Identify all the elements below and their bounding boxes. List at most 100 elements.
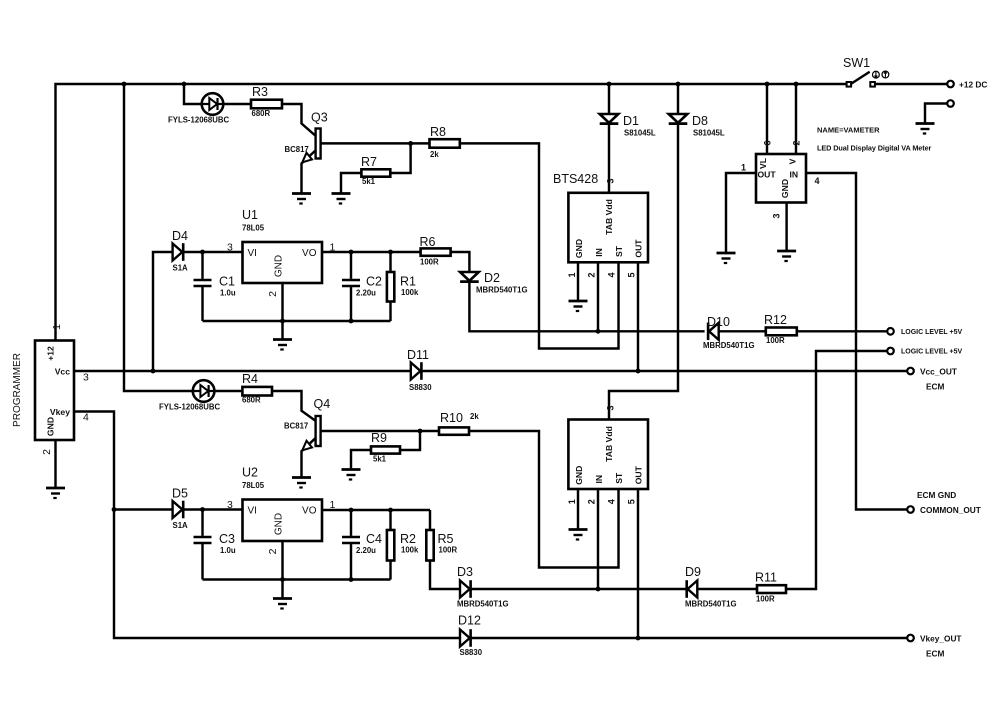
svg-text:GND: GND <box>46 417 56 436</box>
svg-text:GND: GND <box>274 513 285 535</box>
svg-text:1: 1 <box>330 499 336 511</box>
svg-text:V: V <box>788 158 798 164</box>
svg-text:680R: 680R <box>252 109 271 118</box>
svg-text:BTS428: BTS428 <box>553 172 598 186</box>
svg-text:IN: IN <box>594 248 604 257</box>
svg-text:100k: 100k <box>401 546 419 555</box>
svg-text:ECM: ECM <box>926 382 945 392</box>
svg-text:78L05: 78L05 <box>242 224 265 233</box>
svg-text:ST: ST <box>614 245 624 257</box>
svg-text:D3: D3 <box>457 565 473 579</box>
svg-text:S1A: S1A <box>173 264 189 273</box>
svg-text:LED Dual Display Digital VA Me: LED Dual Display Digital VA Meter <box>817 144 932 153</box>
svg-text:1: 1 <box>567 272 577 277</box>
svg-text:BC817: BC817 <box>285 145 309 154</box>
svg-text:100R: 100R <box>766 336 785 345</box>
svg-text:2: 2 <box>587 499 597 504</box>
svg-text:3: 3 <box>606 178 616 183</box>
svg-text:GND: GND <box>574 239 584 258</box>
svg-text:FYLS-12068UBC: FYLS-12068UBC <box>159 403 220 412</box>
svg-text:1.0u: 1.0u <box>220 289 236 298</box>
svg-text:TAB Vdd: TAB Vdd <box>604 426 614 462</box>
svg-text:R9: R9 <box>371 431 387 445</box>
svg-text:D1: D1 <box>623 114 639 128</box>
svg-text:S1A: S1A <box>173 521 189 530</box>
svg-text:MBRD540T1G: MBRD540T1G <box>457 600 509 609</box>
svg-text:D5: D5 <box>172 487 188 501</box>
svg-text:2: 2 <box>41 449 53 455</box>
svg-text:2: 2 <box>267 291 279 297</box>
svg-text:OUT: OUT <box>634 239 644 258</box>
svg-text:2: 2 <box>267 548 279 554</box>
svg-text:S8830: S8830 <box>460 648 483 657</box>
svg-text:NAME=VAMETER: NAME=VAMETER <box>817 126 880 135</box>
svg-text:GND: GND <box>574 466 584 485</box>
svg-text:VI: VI <box>248 248 257 259</box>
svg-text:3: 3 <box>772 213 782 218</box>
svg-text:D11: D11 <box>407 348 429 362</box>
svg-text:ST: ST <box>614 472 624 484</box>
svg-text:ECM: ECM <box>926 649 945 659</box>
svg-text:3: 3 <box>606 405 616 410</box>
svg-text:D8: D8 <box>692 114 708 128</box>
svg-text:OUT: OUT <box>758 170 777 180</box>
svg-text:VO: VO <box>302 248 317 259</box>
svg-text:5k1: 5k1 <box>373 455 387 464</box>
svg-text:C1: C1 <box>219 275 235 289</box>
svg-text:2.20u: 2.20u <box>356 289 376 298</box>
svg-text:R10: R10 <box>440 411 463 425</box>
svg-text:VO: VO <box>302 506 317 517</box>
svg-text:R5: R5 <box>438 532 454 546</box>
svg-text:ECM GND: ECM GND <box>917 490 956 500</box>
svg-text:5k1: 5k1 <box>362 177 376 186</box>
svg-text:R8: R8 <box>430 125 446 139</box>
svg-text:R3: R3 <box>252 85 268 99</box>
svg-text:+12: +12 <box>46 346 56 361</box>
svg-text:C3: C3 <box>219 532 235 546</box>
svg-text:R11: R11 <box>755 571 777 585</box>
svg-text:D9: D9 <box>685 565 701 579</box>
svg-text:MBRD540T1G: MBRD540T1G <box>703 341 755 350</box>
svg-text:Vcc_OUT: Vcc_OUT <box>920 367 957 377</box>
svg-text:4: 4 <box>815 176 820 186</box>
svg-text:D4: D4 <box>172 229 188 243</box>
svg-text:TAB Vdd: TAB Vdd <box>604 199 614 235</box>
svg-text:Vkey: Vkey <box>50 407 70 417</box>
svg-text:IN: IN <box>594 475 604 484</box>
svg-text:3: 3 <box>227 242 233 254</box>
svg-text:100k: 100k <box>401 288 419 297</box>
svg-text:D2: D2 <box>484 271 500 285</box>
svg-text:COMMON_OUT: COMMON_OUT <box>920 505 981 515</box>
svg-text:100R: 100R <box>439 546 458 555</box>
svg-text:Q3: Q3 <box>311 111 328 125</box>
svg-text:1.0u: 1.0u <box>220 546 236 555</box>
svg-text:SW1: SW1 <box>843 56 870 70</box>
svg-text:MBRD540T1G: MBRD540T1G <box>685 600 737 609</box>
svg-text:Vkey_OUT: Vkey_OUT <box>920 634 962 644</box>
svg-text:FYLS-12068UBC: FYLS-12068UBC <box>168 116 229 125</box>
svg-text:GND: GND <box>780 179 790 198</box>
svg-text:680R: 680R <box>242 396 261 405</box>
svg-text:BC817: BC817 <box>284 422 308 431</box>
svg-text:R7: R7 <box>361 155 377 169</box>
svg-text:D12: D12 <box>458 614 481 628</box>
svg-text:4: 4 <box>607 272 617 277</box>
svg-text:LOGIC LEVEL +5V: LOGIC LEVEL +5V <box>901 349 962 356</box>
svg-text:R6: R6 <box>420 235 436 249</box>
svg-text:C4: C4 <box>366 532 382 546</box>
svg-text:2k: 2k <box>430 150 439 159</box>
svg-text:R4: R4 <box>242 372 258 386</box>
svg-text:U1: U1 <box>242 208 258 222</box>
svg-text:IN: IN <box>790 170 799 180</box>
svg-text:2: 2 <box>587 272 597 277</box>
svg-text:5: 5 <box>627 499 637 504</box>
svg-text:1: 1 <box>567 499 577 504</box>
svg-text:1: 1 <box>51 324 63 330</box>
svg-text:OUT: OUT <box>634 465 644 484</box>
svg-text:R12: R12 <box>764 313 787 327</box>
svg-text:Vcc: Vcc <box>55 367 71 377</box>
svg-text:4: 4 <box>83 412 89 424</box>
svg-text:S8830: S8830 <box>409 383 432 392</box>
svg-text:U2: U2 <box>242 466 258 480</box>
svg-text:R2: R2 <box>400 532 416 546</box>
